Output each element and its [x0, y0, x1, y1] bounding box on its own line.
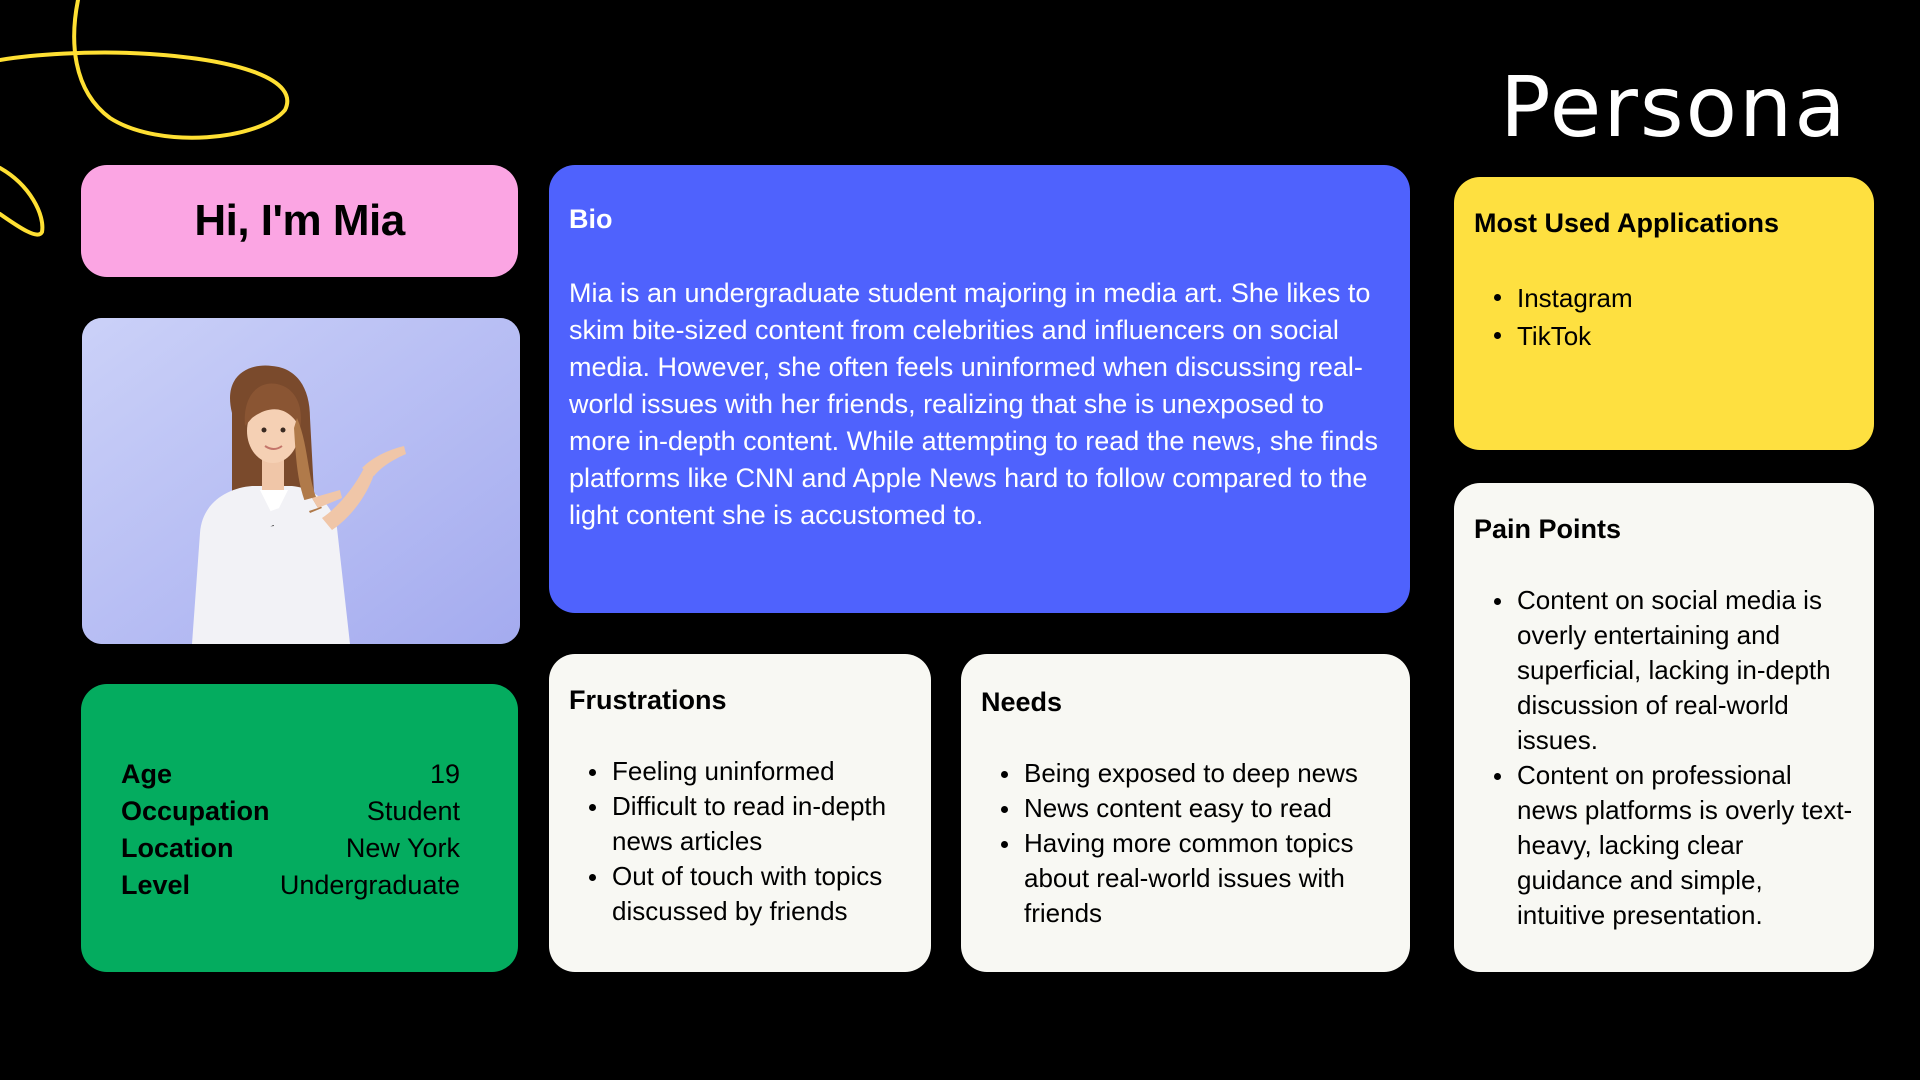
info-value: 19 — [429, 759, 460, 789]
info-label: Location — [121, 833, 234, 863]
list-item: Instagram — [1474, 279, 1854, 317]
info-label: Age — [121, 759, 173, 789]
info-value: Student — [366, 796, 460, 826]
needs-list: Being exposed to deep news News content … — [981, 756, 1390, 931]
apps-card: Most Used Applications Instagram TikTok — [1454, 177, 1874, 450]
needs-card: Needs Being exposed to deep news News co… — [961, 654, 1410, 972]
info-value: New York — [345, 833, 460, 863]
info-row-age: Age 19 — [121, 756, 460, 793]
list-item: Out of touch with topics discussed by fr… — [569, 859, 911, 929]
info-label: Occupation — [121, 796, 270, 826]
frustrations-heading: Frustrations — [569, 685, 727, 715]
frustrations-card: Frustrations Feeling uninformed Difficul… — [549, 654, 931, 972]
info-row-location: Location New York — [121, 830, 460, 867]
info-value: Undergraduate — [279, 870, 460, 900]
apps-heading: Most Used Applications — [1474, 208, 1780, 238]
persona-photo — [82, 318, 520, 644]
pain-points-list: Content on social media is overly entert… — [1474, 583, 1854, 933]
info-label: Level — [121, 870, 191, 900]
list-item: TikTok — [1474, 317, 1854, 355]
apps-list: Instagram TikTok — [1474, 279, 1854, 355]
persona-illustration — [82, 318, 520, 644]
list-item: Having more common topics about real-wor… — [981, 826, 1390, 931]
list-item: Being exposed to deep news — [981, 756, 1390, 791]
needs-heading: Needs — [981, 687, 1063, 717]
greeting-heading: Hi, I'm Mia — [194, 196, 405, 245]
list-item: Content on professional news platforms i… — [1474, 758, 1854, 933]
list-item: Content on social media is overly entert… — [1474, 583, 1854, 758]
info-row-level: Level Undergraduate — [121, 867, 460, 904]
bio-card: Bio Mia is an undergraduate student majo… — [549, 165, 1410, 613]
list-item: News content easy to read — [981, 791, 1390, 826]
pain-points-card: Pain Points Content on social media is o… — [1454, 483, 1874, 972]
frustrations-list: Feeling uninformed Difficult to read in-… — [569, 754, 911, 929]
info-row-occupation: Occupation Student — [121, 793, 460, 830]
list-item: Difficult to read in-depth news articles — [569, 789, 911, 859]
page-title: Persona — [1500, 58, 1848, 156]
pain-points-heading: Pain Points — [1474, 514, 1622, 544]
bio-text: Mia is an undergraduate student majoring… — [569, 278, 1378, 530]
list-item: Feeling uninformed — [569, 754, 911, 789]
greeting-card: Hi, I'm Mia — [81, 165, 518, 277]
persona-info-card: Age 19 Occupation Student Location New Y… — [81, 684, 518, 972]
bio-heading: Bio — [569, 204, 613, 234]
